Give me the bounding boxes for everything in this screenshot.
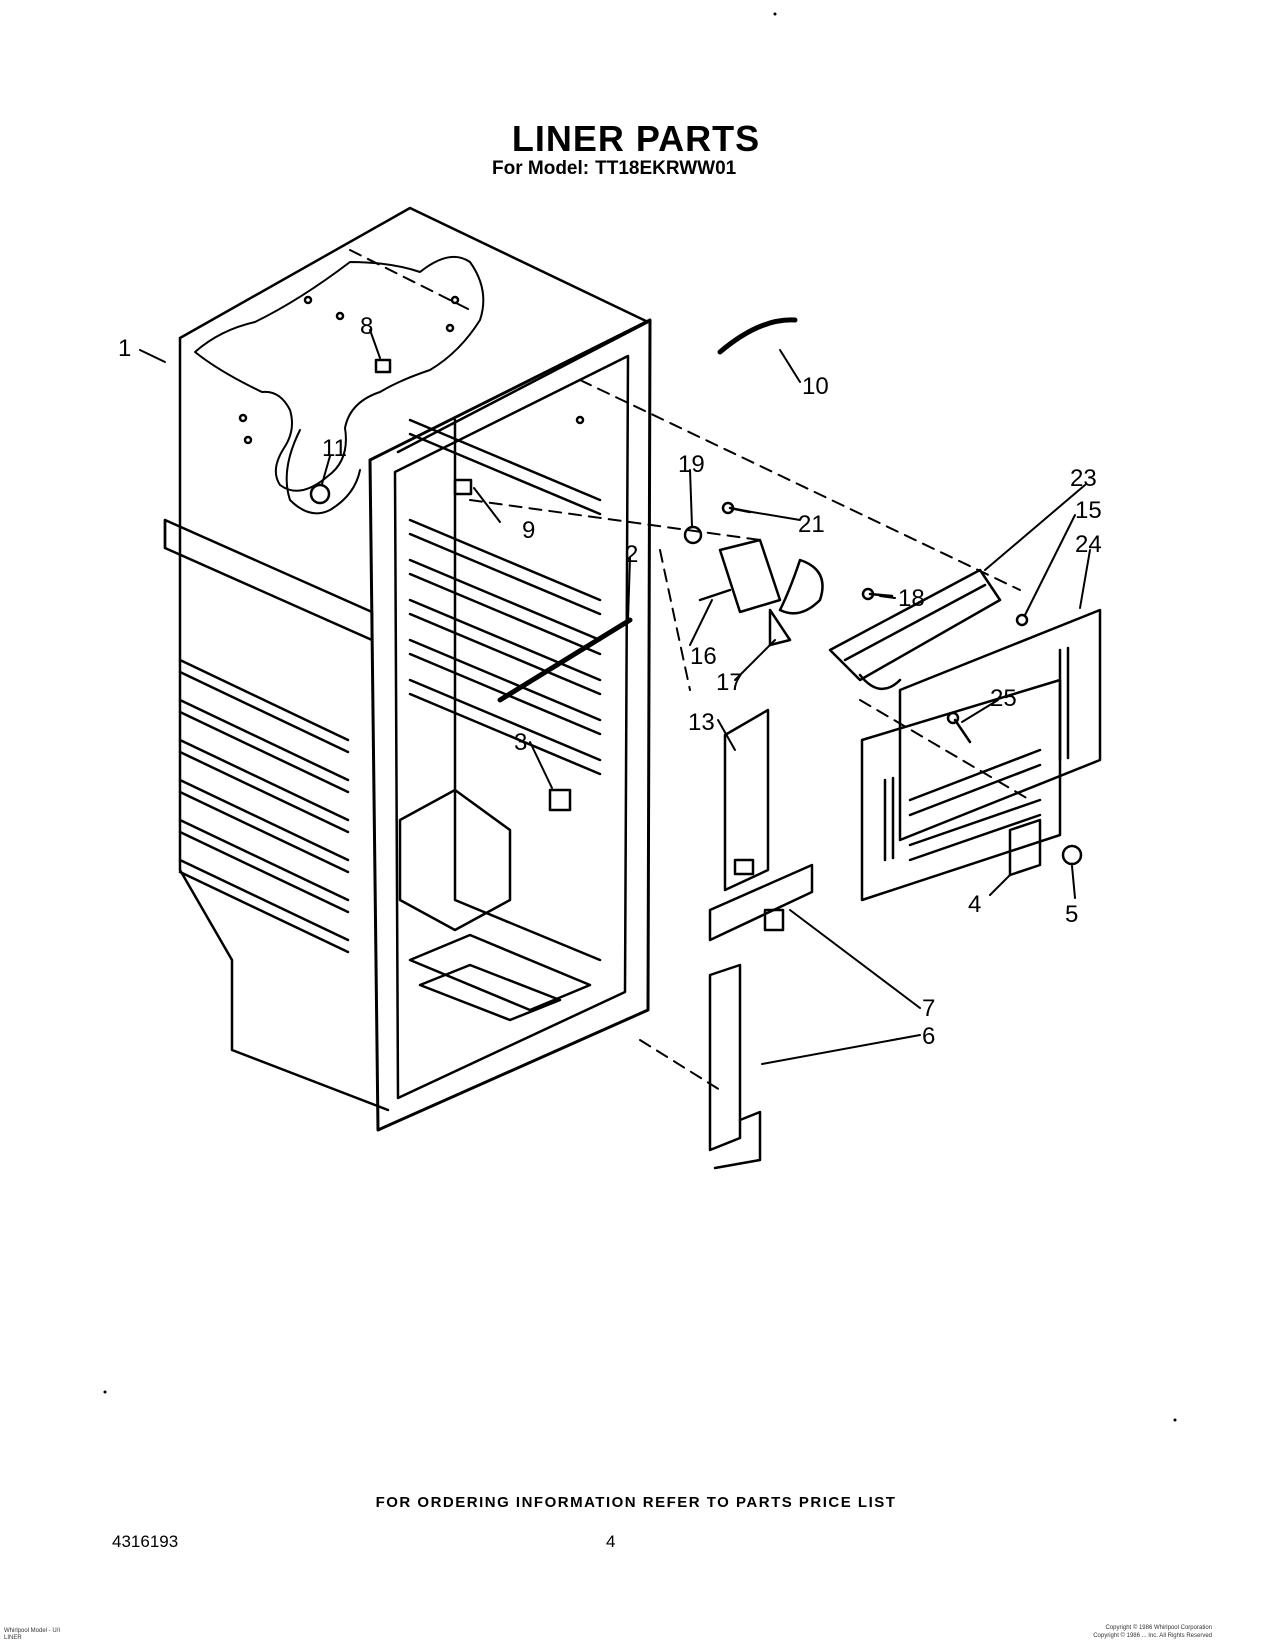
fine-print-right-line2: Copyright © 1986 ... Inc. All Rights Res… <box>1093 1633 1212 1639</box>
model-label: For Model: <box>492 158 590 179</box>
callout-15: 15 <box>1075 497 1102 524</box>
leader-lines <box>139 329 1091 1065</box>
callout-labels: 1 8 11 9 2 3 10 19 21 16 17 18 13 23 15 … <box>118 313 1102 1050</box>
document-number: 4316193 <box>112 1532 179 1551</box>
callout-24: 24 <box>1075 531 1102 558</box>
callout-16: 16 <box>690 643 717 670</box>
fine-print-left-line1: Whirlpool Model - U/I <box>4 1628 61 1634</box>
liner-cabinet <box>163 206 652 1132</box>
callout-23: 23 <box>1070 465 1097 492</box>
fine-print-left-line2: LINER <box>4 1635 22 1641</box>
callout-7: 7 <box>922 995 935 1022</box>
callout-8: 8 <box>360 313 373 340</box>
callout-9: 9 <box>522 517 535 544</box>
model-subtitle: For Model:TT18EKRWW01 <box>492 158 736 180</box>
model-number: TT18EKRWW01 <box>595 158 737 179</box>
callout-25: 25 <box>990 685 1017 712</box>
callout-4: 4 <box>968 891 981 918</box>
callout-1: 1 <box>118 335 131 362</box>
callout-3: 3 <box>514 729 527 756</box>
fine-print-right: Copyright © 1986 Whirlpool Corporation C… <box>1093 1624 1212 1640</box>
fine-print-right-line1: Copyright © 1986 Whirlpool Corporation <box>1105 1625 1212 1631</box>
page-number: 4 <box>606 1532 616 1551</box>
callout-19: 19 <box>678 451 705 478</box>
callout-21: 21 <box>798 511 825 538</box>
callout-17: 17 <box>716 669 743 696</box>
component-parts <box>683 317 1102 1170</box>
callout-6: 6 <box>922 1023 935 1050</box>
callout-11: 11 <box>322 435 347 462</box>
callout-2: 2 <box>625 541 638 568</box>
page-title: LINER PARTS <box>511 118 761 159</box>
callout-18: 18 <box>898 585 925 612</box>
fine-print-left: Whirlpool Model - U/I LINER <box>4 1628 60 1642</box>
callout-5: 5 <box>1065 901 1078 928</box>
callout-13: 13 <box>688 709 715 736</box>
assembly-dashed-lines <box>349 249 1031 1091</box>
ordering-info-note: FOR ORDERING INFORMATION REFER TO PARTS … <box>375 1494 897 1511</box>
callout-10: 10 <box>802 373 829 400</box>
